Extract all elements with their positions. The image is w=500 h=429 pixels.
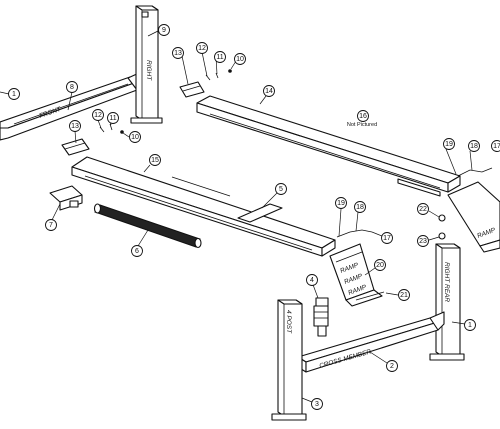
svg-text:11: 11 xyxy=(109,115,116,122)
callout-9: 9 xyxy=(158,24,170,36)
svg-text:3: 3 xyxy=(315,401,319,408)
callout-17: 17 xyxy=(491,140,500,152)
svg-text:1: 1 xyxy=(12,91,16,98)
right-label: RIGHT xyxy=(145,60,152,81)
svg-text:9: 9 xyxy=(162,27,166,34)
svg-text:1: 1 xyxy=(468,322,472,329)
left-rear-post xyxy=(271,299,307,421)
callout-1: 1 xyxy=(8,88,20,100)
callout-3: 3 xyxy=(311,398,323,410)
callout-4: 4 xyxy=(306,274,318,286)
not-pictured-note: Not Pictured xyxy=(347,122,377,128)
post-label: 4 POST xyxy=(285,310,292,334)
svg-text:23: 23 xyxy=(419,238,427,245)
svg-text:12: 12 xyxy=(94,112,102,119)
svg-text:6: 6 xyxy=(135,248,139,255)
ramp-block-front xyxy=(61,138,90,156)
washer-23 xyxy=(438,232,446,240)
svg-text:4: 4 xyxy=(310,277,314,284)
cylinder-roller xyxy=(93,203,202,249)
cable-front xyxy=(336,229,373,238)
callout-17: 17 xyxy=(381,232,393,244)
rear-cross-member xyxy=(297,311,445,373)
callout-1: 1 xyxy=(464,319,476,331)
right-rear-label: RIGHT REAR xyxy=(443,262,450,302)
callout-12: 12 xyxy=(92,109,104,121)
callout-18: 18 xyxy=(354,201,366,213)
callout-7: 7 xyxy=(45,219,57,231)
svg-text:10: 10 xyxy=(131,134,139,141)
callout-6: 6 xyxy=(131,245,143,257)
callout-5: 5 xyxy=(275,183,287,195)
callout-2: 2 xyxy=(386,360,398,372)
svg-text:14: 14 xyxy=(265,88,273,95)
svg-text:7: 7 xyxy=(49,222,53,229)
callout-10: 10 xyxy=(129,131,141,143)
svg-text:13: 13 xyxy=(174,50,182,57)
part-4-lock xyxy=(313,297,329,337)
svg-text:17: 17 xyxy=(383,235,391,242)
callout-18: 18 xyxy=(468,140,480,152)
svg-text:21: 21 xyxy=(400,292,408,299)
svg-text:11: 11 xyxy=(216,54,223,61)
svg-text:17: 17 xyxy=(493,143,500,150)
rear-right-post xyxy=(429,243,465,361)
callout-13: 13 xyxy=(69,120,81,132)
callout-19: 19 xyxy=(335,197,347,209)
callout-13: 13 xyxy=(172,47,184,59)
pin-21 xyxy=(355,291,385,301)
hardware-set-b xyxy=(99,123,124,134)
svg-text:22: 22 xyxy=(419,206,427,213)
cable-rear xyxy=(457,167,493,177)
callout-16: 16 xyxy=(357,110,369,122)
callout-15: 15 xyxy=(149,154,161,166)
svg-text:15: 15 xyxy=(151,157,159,164)
svg-text:20: 20 xyxy=(376,262,384,269)
callout-23: 23 xyxy=(417,235,429,247)
runway-front xyxy=(71,156,336,257)
callout-10: 10 xyxy=(234,53,246,65)
drip-tray-plate xyxy=(237,203,283,223)
callout-20: 20 xyxy=(374,259,386,271)
svg-text:10: 10 xyxy=(236,56,244,63)
svg-text:12: 12 xyxy=(198,45,206,52)
washer-22 xyxy=(438,214,446,222)
callout-19: 19 xyxy=(443,138,455,150)
callout-21: 21 xyxy=(398,289,410,301)
callout-8: 8 xyxy=(66,81,78,93)
callout-14: 14 xyxy=(263,85,275,97)
callout-11: 11 xyxy=(107,112,119,124)
svg-text:19: 19 xyxy=(445,141,453,148)
svg-text:13: 13 xyxy=(71,123,79,130)
callout-12: 12 xyxy=(196,42,208,54)
svg-text:19: 19 xyxy=(337,200,345,207)
part-7-bracket xyxy=(49,185,83,211)
callout-11: 11 xyxy=(214,51,226,63)
svg-text:16: 16 xyxy=(359,113,367,120)
svg-text:18: 18 xyxy=(356,204,364,211)
callout-22: 22 xyxy=(417,203,429,215)
ramp-block-rear xyxy=(179,81,205,98)
front-right-post xyxy=(130,5,163,124)
svg-text:5: 5 xyxy=(279,186,283,193)
svg-text:18: 18 xyxy=(470,143,478,150)
svg-text:2: 2 xyxy=(390,363,394,370)
runway-rear xyxy=(196,95,461,197)
svg-text:8: 8 xyxy=(70,84,74,91)
ramp-rear-right xyxy=(447,181,500,253)
hardware-set-a xyxy=(205,69,232,81)
